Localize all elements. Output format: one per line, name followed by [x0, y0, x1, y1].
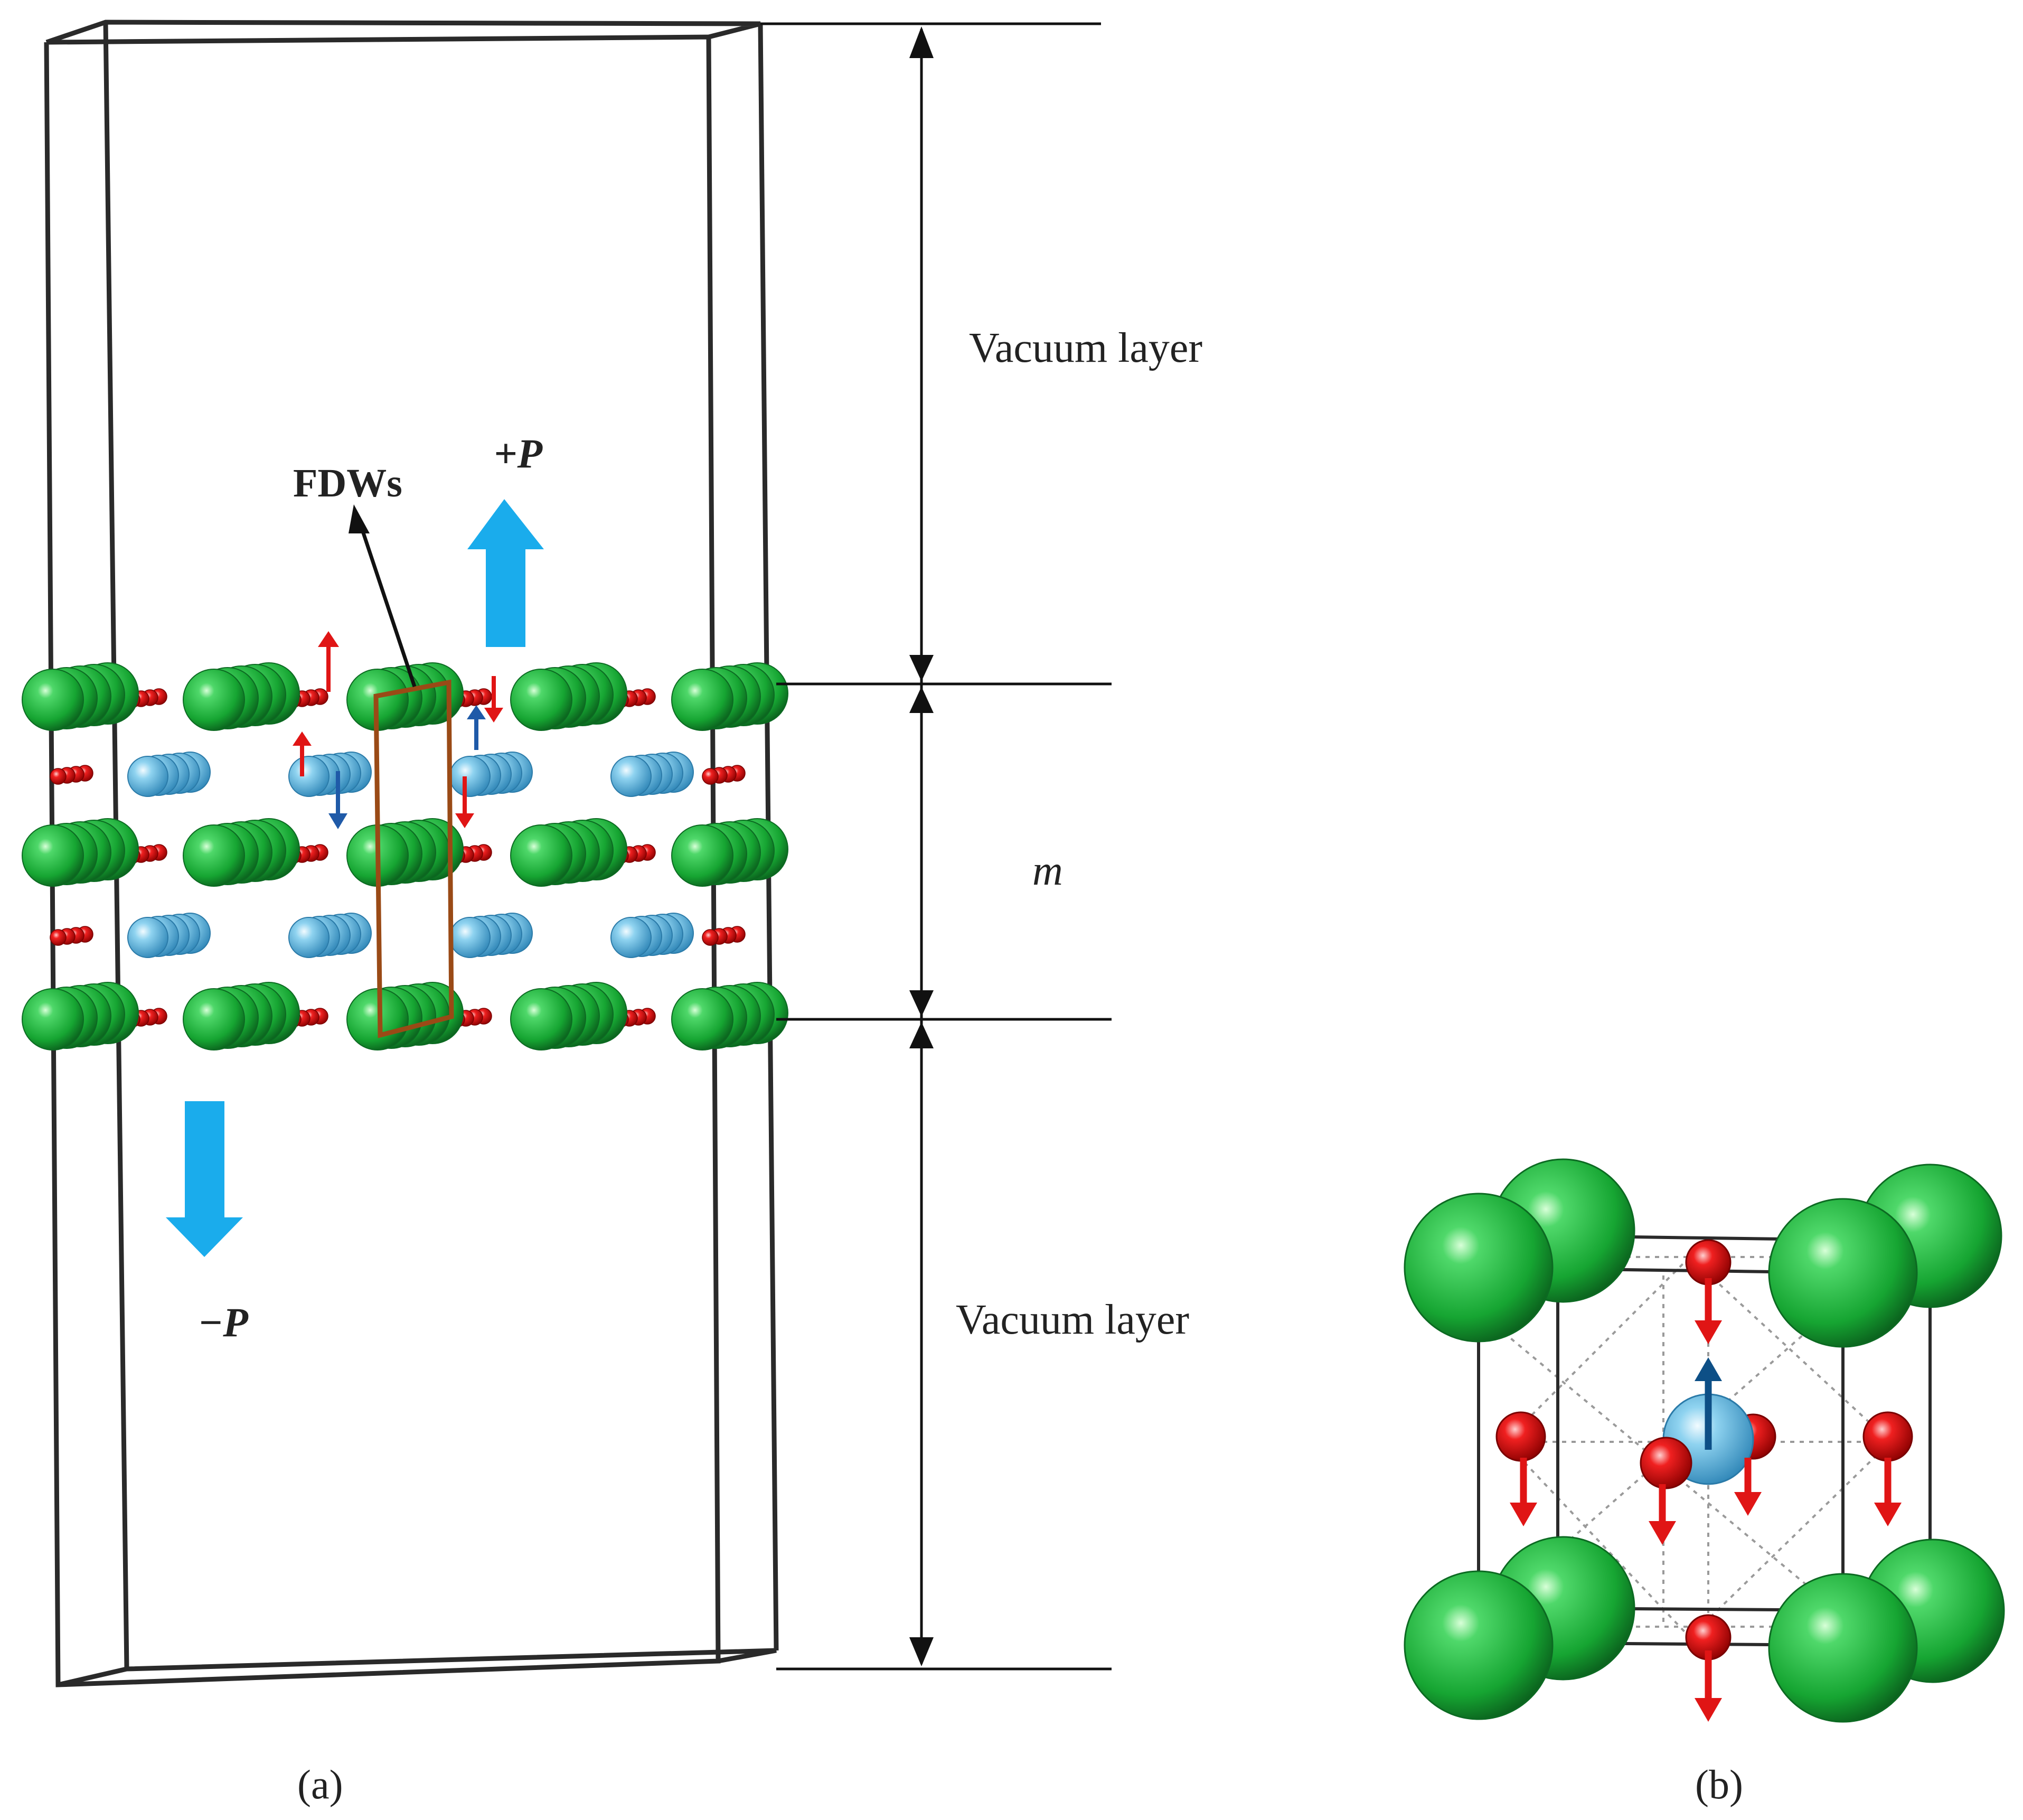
minus-p-label: −P — [198, 1299, 249, 1345]
vacuum-layer-top-label: Vacuum layer — [969, 325, 1202, 371]
green-atom-column — [183, 818, 300, 887]
green-atom-column — [510, 818, 627, 887]
blue-atom-column — [449, 913, 533, 958]
oxygen-atom-chain — [702, 926, 746, 946]
green-atom — [510, 824, 572, 887]
panel-b-caption: (b) — [1695, 1761, 1743, 1807]
green-atom — [183, 669, 245, 731]
oxygen-displacement-arrow-head — [1874, 1503, 1902, 1526]
perovskite-unit-cell — [1404, 1158, 2005, 1723]
oxygen-displacement-arrow-head — [1649, 1521, 1676, 1545]
blue-atom — [288, 756, 330, 797]
dimension-lines — [760, 22, 1112, 1671]
green-atom-column — [22, 662, 139, 731]
blue-atom-column — [610, 752, 694, 797]
green-atom — [183, 824, 245, 887]
oxygen-atom — [50, 768, 67, 785]
oxygen-atom — [1640, 1437, 1692, 1489]
minus-p-arrow — [166, 1101, 243, 1257]
blue-atom-column — [610, 913, 694, 958]
oxygen-displacement-arrow — [1734, 1458, 1762, 1516]
blue-atom — [127, 917, 168, 958]
oxygen-displacement-arrow-head — [1734, 1492, 1762, 1516]
blue-atom — [449, 917, 491, 958]
oxygen-atom-chain — [702, 765, 746, 785]
blue-atom-column — [288, 913, 372, 958]
blue-atom-column — [127, 752, 211, 797]
blue-atom-column — [288, 752, 372, 797]
green-atom-column — [671, 982, 788, 1050]
corner-green-atom — [1404, 1570, 1554, 1720]
green-atom — [671, 824, 733, 887]
oxygen-displacement-arrow-head — [1510, 1503, 1537, 1526]
oxygen-atom-chain — [50, 926, 93, 946]
blue-atom-column — [449, 752, 533, 797]
local-displacement-arrows — [293, 631, 503, 829]
panel-b: (b) — [1404, 1158, 2005, 1807]
oxygen-displacement-arrow — [1695, 1278, 1722, 1344]
dimension-arrowheads — [909, 26, 934, 1666]
oxygen-displacement-arrow-head — [1695, 1320, 1722, 1344]
corner-green-atom — [1404, 1193, 1554, 1343]
oxygen-atom — [50, 929, 67, 946]
center-atom-arrow — [1695, 1357, 1722, 1450]
oxygen-atom — [702, 929, 719, 946]
green-atom — [22, 824, 84, 887]
blue-atom — [449, 756, 491, 797]
oxygen-displacement-arrow — [1874, 1458, 1902, 1526]
green-atom-column — [510, 982, 627, 1050]
corner-green-atom — [1768, 1198, 1918, 1348]
blue-atom-column — [127, 913, 211, 958]
fdw-label: FDWs — [293, 461, 402, 505]
green-atom-column — [671, 818, 788, 887]
panel-a: FDWs +P −P — [22, 20, 1202, 1807]
green-atom — [22, 669, 84, 731]
green-atom-column — [671, 662, 788, 731]
oxygen-atom — [702, 768, 719, 785]
oxygen-displacement-arrow — [1649, 1484, 1676, 1545]
blue-atom — [610, 756, 652, 797]
oxygen-atom-chain — [50, 765, 93, 785]
domain-wall-box — [373, 679, 454, 1038]
oxygen-atom — [1685, 1239, 1732, 1286]
green-atom-column — [346, 818, 464, 887]
green-atom — [183, 988, 245, 1050]
plus-p-arrow — [467, 499, 544, 647]
center-atom-arrow-head — [1695, 1357, 1722, 1381]
oxygen-displacement-arrow-head — [1695, 1698, 1722, 1722]
green-atom — [22, 988, 84, 1050]
vacuum-layer-bottom-label: Vacuum layer — [956, 1297, 1189, 1343]
fdw-pointer-arrow — [349, 504, 417, 688]
blue-atom — [288, 917, 330, 958]
oxygen-displacement-arrow — [1510, 1458, 1537, 1526]
green-atom-column — [22, 982, 139, 1050]
green-atom — [510, 988, 572, 1050]
green-atom-column — [346, 662, 464, 731]
green-atom-column — [183, 982, 300, 1050]
green-atom — [671, 988, 733, 1050]
green-atom — [510, 669, 572, 731]
green-atom-column — [510, 662, 627, 731]
oxygen-displacement-arrow — [1695, 1650, 1722, 1722]
oxygen-atom — [1862, 1411, 1913, 1462]
blue-atom — [610, 917, 652, 958]
corner-green-atom — [1768, 1573, 1918, 1723]
panel-a-caption: (a) — [297, 1761, 343, 1807]
oxygen-atom — [1495, 1411, 1546, 1462]
atom-layers — [22, 662, 788, 1050]
green-atom-column — [183, 662, 300, 731]
green-atom-column — [22, 818, 139, 887]
plus-p-label: +P — [494, 430, 543, 476]
slab-thickness-label: m — [1032, 848, 1063, 894]
green-atom — [671, 669, 733, 731]
blue-atom — [127, 756, 168, 797]
